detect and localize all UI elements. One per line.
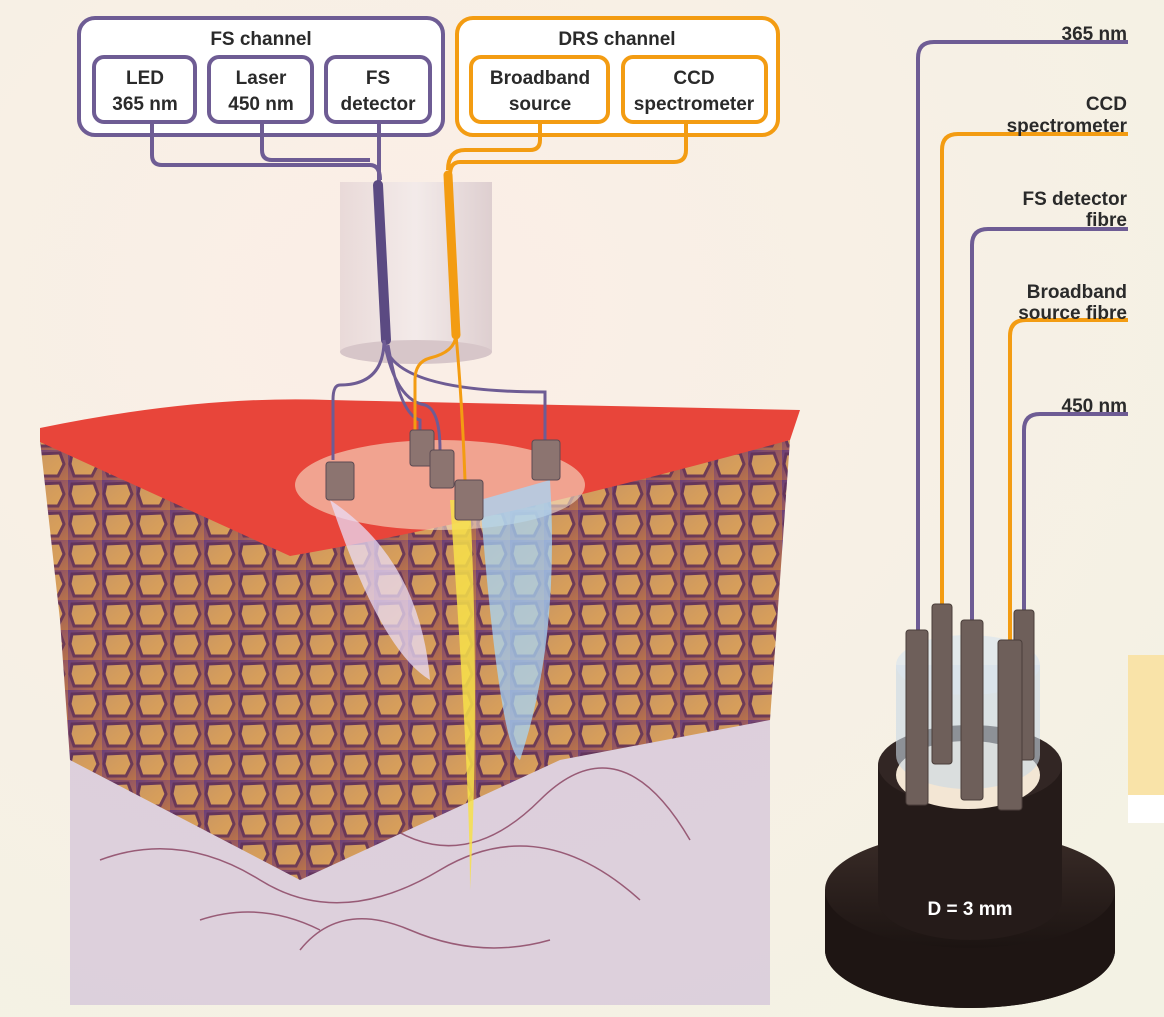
broadband-source-box: Broadband source (469, 55, 610, 124)
label-broadband-fibre: Broadband (1027, 282, 1127, 303)
probe-cylinder (340, 182, 492, 352)
label-ccd: CCD (1086, 94, 1127, 115)
drs-channel-title: DRS channel (558, 29, 675, 50)
probe-tip: D = 3 mm 365 nm CCD spectrometer FS dete… (825, 24, 1128, 1008)
svg-text:Laser: Laser (236, 68, 287, 89)
fluorescence-volume-365 (330, 500, 430, 680)
svg-text:Broadband: Broadband (490, 68, 590, 89)
fs-channel: FS channel LED 365 nm Laser 450 nm FS de… (77, 16, 445, 137)
ccd-spectrometer-box: CCD spectrometer (621, 55, 768, 124)
svg-text:450 nm: 450 nm (228, 94, 293, 115)
svg-text:CCD: CCD (673, 68, 714, 89)
laser-box: Laser 450 nm (207, 55, 314, 124)
probe (150, 122, 688, 521)
label-365nm: 365 nm (1062, 24, 1127, 45)
edge-swatch-white (1128, 795, 1164, 823)
svg-text:LED: LED (126, 68, 164, 89)
diameter-label: D = 3 mm (927, 899, 1012, 920)
edge-swatch (1128, 655, 1164, 795)
fluorescence-volume-450 (480, 480, 552, 760)
fs-detector-box: FS detector (324, 55, 432, 124)
label-450nm: 450 nm (1062, 396, 1127, 417)
fs-channel-title: FS channel (210, 29, 311, 50)
drs-volume (450, 500, 475, 890)
svg-text:spectrometer: spectrometer (1007, 116, 1128, 137)
svg-text:365 nm: 365 nm (112, 94, 177, 115)
svg-text:spectrometer: spectrometer (634, 94, 755, 115)
svg-text:FS: FS (366, 68, 390, 89)
drs-channel: DRS channel Broadband source CCD spectro… (455, 16, 780, 137)
svg-text:source fibre: source fibre (1018, 303, 1127, 324)
led-box: LED 365 nm (92, 55, 197, 124)
svg-text:detector: detector (341, 94, 417, 115)
svg-text:fibre: fibre (1086, 210, 1127, 231)
label-fs-detector-fibre: FS detector (1022, 189, 1127, 210)
tissue-block (40, 399, 800, 1005)
svg-text:source: source (509, 94, 571, 115)
